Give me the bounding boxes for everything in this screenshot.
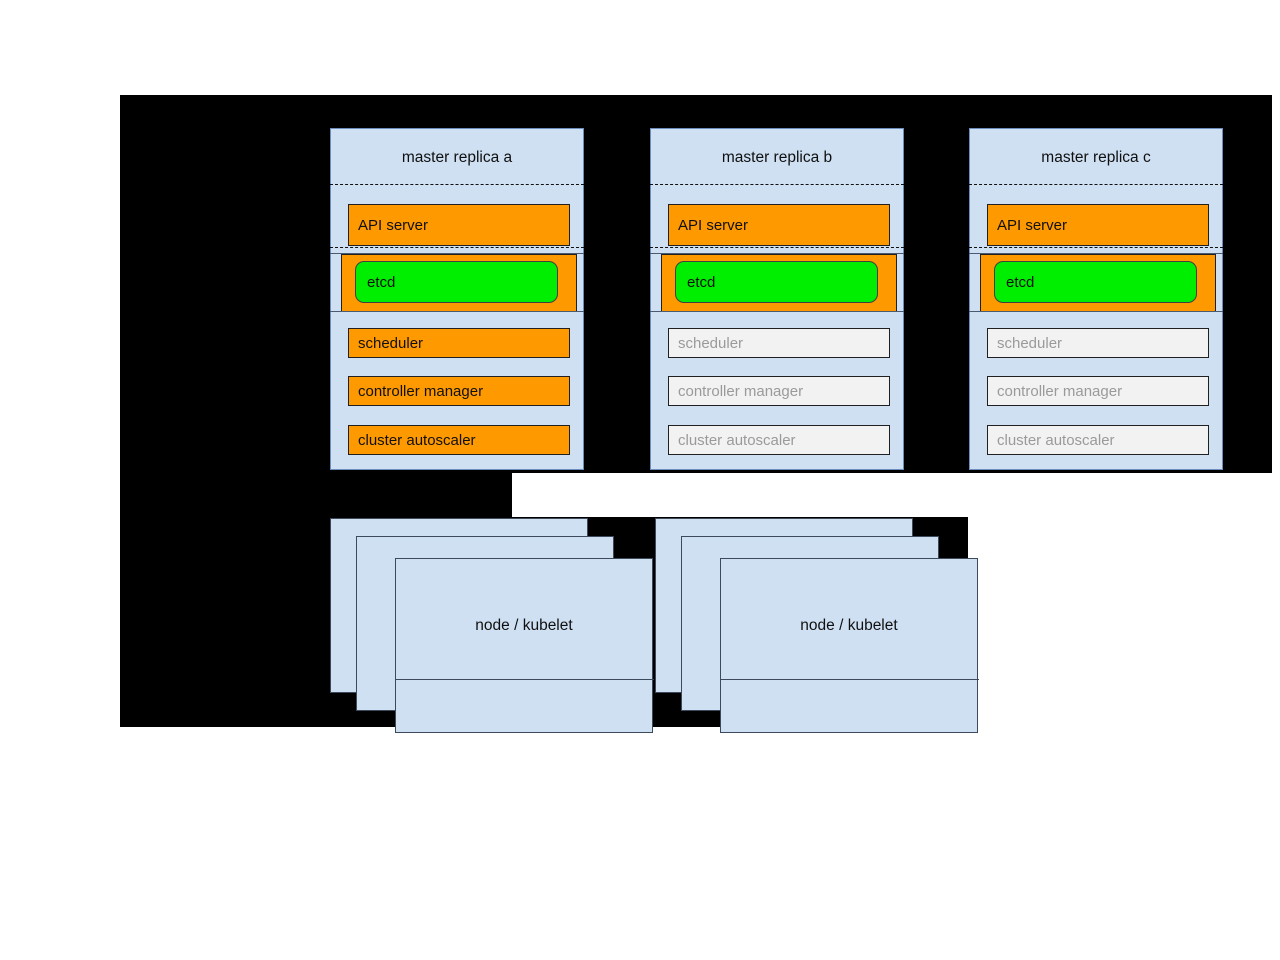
replica-c-controller-manager[interactable]: controller manager (987, 376, 1209, 406)
replica-a-divider-top (330, 184, 584, 185)
replica-c-title: master replica c (1041, 149, 1151, 166)
node-crossline-2 (721, 679, 979, 680)
replica-b-rule-lower (650, 311, 904, 312)
replica-b-rule-upper (650, 253, 904, 254)
replica-c-api-server[interactable]: API server (987, 204, 1209, 246)
replica-a-rule-lower (330, 311, 584, 312)
replica-c-rule-upper (969, 253, 1223, 254)
master-replica-b[interactable]: master replica b API server etcd schedul… (650, 128, 904, 470)
replica-a-etcd[interactable]: etcd (355, 261, 558, 303)
replica-b-title: master replica b (721, 149, 833, 166)
replica-c-rule-lower (969, 311, 1223, 312)
replica-a-scheduler[interactable]: scheduler (348, 328, 570, 358)
node-kubelet-label-1: node / kubelet (475, 617, 573, 634)
replica-c-cluster-autoscaler[interactable]: cluster autoscaler (987, 425, 1209, 455)
replica-c-etcd[interactable]: etcd (994, 261, 1197, 303)
node-card-front[interactable]: node / kubelet (395, 558, 654, 733)
replica-b-controller-manager[interactable]: controller manager (668, 376, 890, 406)
replica-c-scheduler[interactable]: scheduler (987, 328, 1209, 358)
replica-a-api-server[interactable]: API server (348, 204, 570, 246)
replica-a-rule-upper (330, 253, 584, 254)
node-stack-2[interactable]: node / kubelet (655, 518, 979, 733)
node-card-front[interactable]: node / kubelet (720, 558, 979, 733)
replica-b-etcd[interactable]: etcd (675, 261, 878, 303)
backdrop-middle-band (120, 473, 512, 517)
master-replica-c[interactable]: master replica c API server etcd schedul… (969, 128, 1223, 470)
replica-c-divider-mid (969, 247, 1223, 248)
master-replica-a[interactable]: master replica a API server etcd schedul… (330, 128, 584, 470)
replica-a-cluster-autoscaler[interactable]: cluster autoscaler (348, 425, 570, 455)
node-stack-1[interactable]: node / kubelet (330, 518, 654, 733)
replica-a-title: master replica a (401, 149, 513, 166)
replica-a-controller-manager[interactable]: controller manager (348, 376, 570, 406)
replica-b-scheduler[interactable]: scheduler (668, 328, 890, 358)
replica-c-divider-top (969, 184, 1223, 185)
node-crossline-1 (396, 679, 654, 680)
replica-a-divider-mid (330, 247, 584, 248)
replica-b-cluster-autoscaler[interactable]: cluster autoscaler (668, 425, 890, 455)
replica-b-api-server[interactable]: API server (668, 204, 890, 246)
replica-b-divider-top (650, 184, 904, 185)
replica-b-divider-mid (650, 247, 904, 248)
node-kubelet-label-2: node / kubelet (800, 617, 898, 634)
